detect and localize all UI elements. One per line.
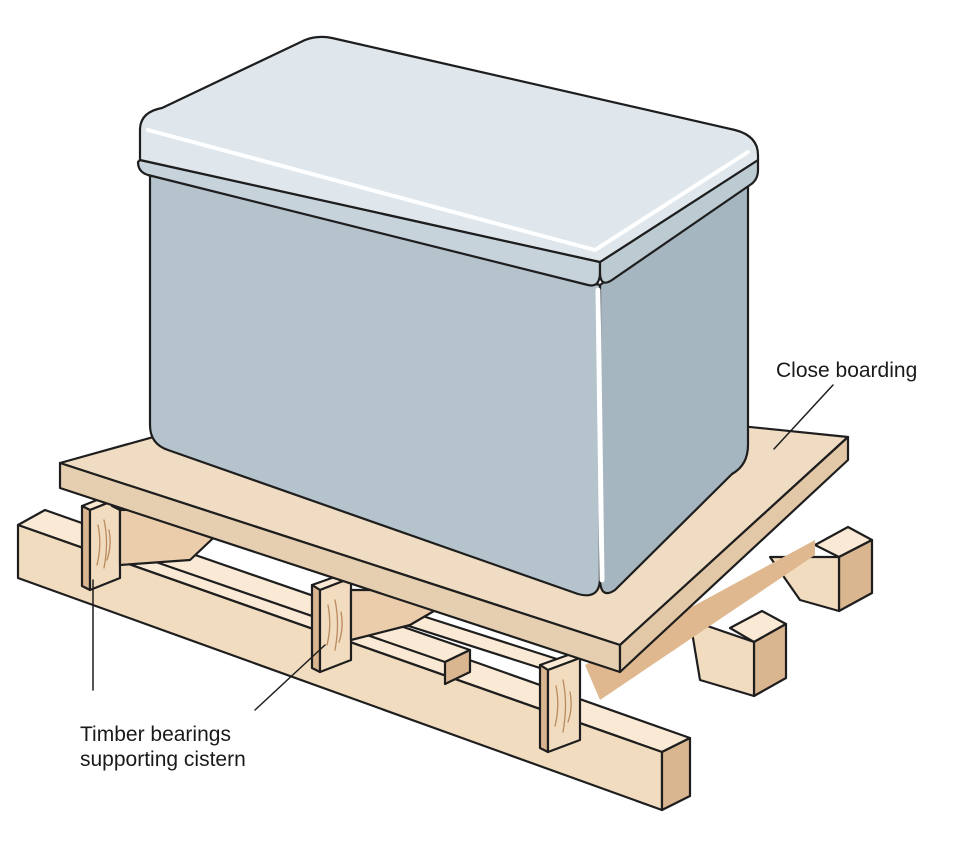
label-close-boarding: Close boarding [776,359,918,382]
leader-timber-middle [254,644,326,711]
timber-bearing-right [538,652,582,754]
leader-close-boarding [773,384,834,450]
cistern-lid [136,35,760,287]
cistern-tank [148,168,750,597]
joist-middle-end [688,609,788,698]
label-timber-line-2: supporting cistern [80,748,246,771]
label-timber-line-1: Timber bearings [80,723,231,746]
label-timber-bearings: Timber bearings supporting cistern [80,722,246,772]
